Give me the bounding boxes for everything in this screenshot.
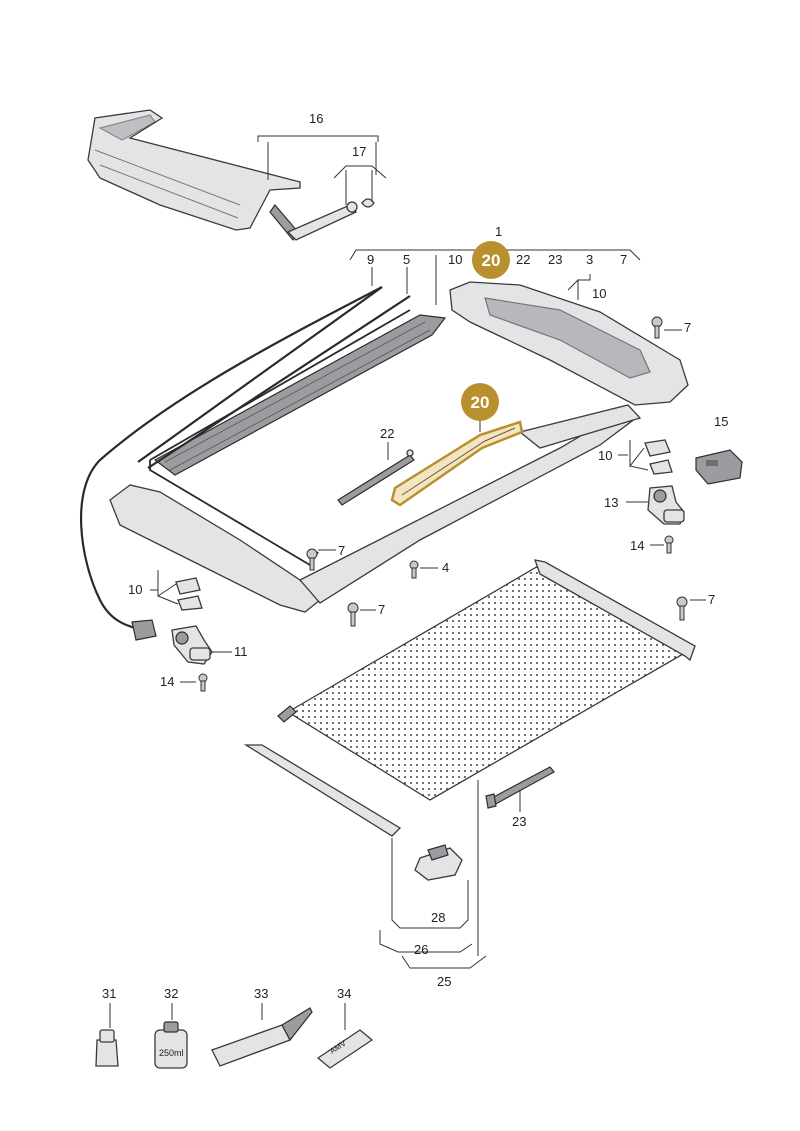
blind-bar (243, 744, 402, 837)
part-23-rod (485, 766, 555, 809)
clips-10-left (175, 577, 203, 611)
callout-13: 13 (604, 495, 618, 510)
bottle-volume-label: 250ml (159, 1048, 184, 1058)
callout-26: 26 (414, 942, 428, 957)
callout-34: 34 (337, 986, 351, 1001)
callout-16: 16 (309, 111, 323, 126)
callout-5: 5 (403, 252, 410, 267)
screws (198, 316, 688, 692)
cable-connector (131, 619, 157, 641)
badge-20-top-text: 20 (482, 251, 501, 270)
motor-right-13 (647, 485, 685, 525)
callout-22-top: 22 (516, 252, 530, 267)
callout-labels: 16 17 1 9 5 10 22 23 3 7 10 7 22 15 10 1… (102, 111, 728, 1001)
callout-4: 4 (442, 560, 449, 575)
badge-20-lower: 20 (461, 383, 499, 421)
badge-20-lower-text: 20 (471, 393, 490, 412)
callout-7-blind: 7 (708, 592, 715, 607)
part-33-tube (211, 1007, 313, 1067)
callout-14-right: 14 (630, 538, 644, 553)
callout-10-right: 10 (598, 448, 612, 463)
part-28-clip (414, 844, 463, 881)
callout-22: 22 (380, 426, 394, 441)
part-17-bracket (269, 198, 375, 242)
callout-33: 33 (254, 986, 268, 1001)
leader-lines (109, 135, 706, 1030)
motor-left-11 (171, 625, 213, 665)
callout-17: 17 (352, 144, 366, 159)
sun-blind (277, 559, 696, 801)
callout-32: 32 (164, 986, 178, 1001)
part-15-control-unit (695, 449, 743, 485)
callout-7-top: 7 (620, 252, 627, 267)
sunroof-frame (109, 281, 689, 613)
callout-7-mid: 7 (338, 543, 345, 558)
callout-28: 28 (431, 910, 445, 925)
callout-31: 31 (102, 986, 116, 1001)
part-32-bottle: 250ml (154, 1021, 188, 1069)
callout-11: 11 (234, 644, 248, 659)
part-31-container (95, 1029, 119, 1067)
badge-circle (461, 383, 499, 421)
callout-10-top-a: 10 (448, 252, 462, 267)
part-22-rod (337, 449, 415, 506)
callout-14-left: 14 (160, 674, 174, 689)
callout-1: 1 (495, 224, 502, 239)
callout-15: 15 (714, 414, 728, 429)
drain-cable (79, 286, 383, 630)
callout-10-top-b: 10 (592, 286, 606, 301)
callout-3: 3 (586, 252, 593, 267)
callout-7-right: 7 (684, 320, 691, 335)
callout-25: 25 (437, 974, 451, 989)
callout-7-lower: 7 (378, 602, 385, 617)
part-20-highlighted (390, 420, 524, 507)
badge-20-top: 20 (472, 241, 510, 279)
callout-23: 23 (512, 814, 526, 829)
callout-10-left: 10 (128, 582, 142, 597)
callout-23-top: 23 (548, 252, 562, 267)
badge-circle (472, 241, 510, 279)
part-16-roof-panel (87, 109, 301, 231)
part-34-tube: AMV (316, 1029, 374, 1069)
clips-10-right (644, 439, 673, 475)
callout-9: 9 (367, 252, 374, 267)
